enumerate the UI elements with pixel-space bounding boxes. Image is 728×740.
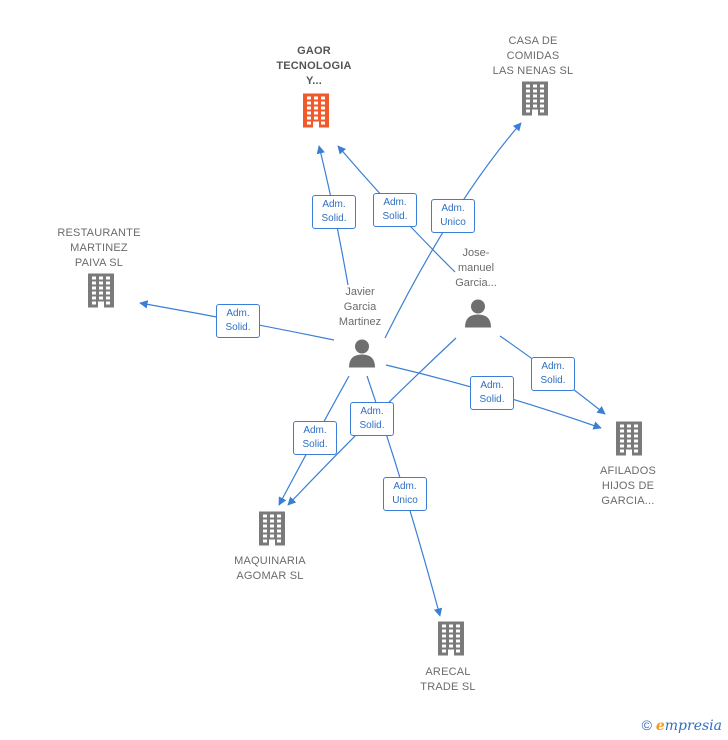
edge-label-javier-to-arecal[interactable]: Adm. Unico (383, 477, 427, 511)
person-icon-josemanuel[interactable] (463, 298, 493, 333)
edge-label-javier-to-restaurante[interactable]: Adm. Solid. (216, 304, 260, 338)
copyright-symbol: © (641, 717, 652, 733)
node-label-restaurante[interactable]: RESTAURANTE MARTINEZ PAIVA SL (57, 227, 141, 269)
building-icon-afilados[interactable] (614, 421, 644, 461)
edge-label-javier-to-gaor[interactable]: Adm. Solid. (312, 195, 356, 229)
building-icon-arecal[interactable] (436, 621, 466, 661)
empresia-logo[interactable]: empresia (655, 718, 722, 734)
footer-brand: © empresia (642, 717, 722, 734)
edge-label-javier-to-afilados[interactable]: Adm. Solid. (470, 376, 514, 410)
node-label-casa[interactable]: CASA DE COMIDAS LAS NENAS SL (492, 35, 574, 77)
edge-label-josemanuel-to-gaor[interactable]: Adm. Solid. (373, 193, 417, 227)
building-icon-gaor[interactable] (301, 93, 331, 133)
node-label-maquinaria[interactable]: MAQUINARIA AGOMAR SL (234, 555, 306, 582)
building-icon-restaurante[interactable] (86, 273, 116, 313)
node-label-josemanuel[interactable]: Jose- manuel Garcia... (455, 247, 497, 289)
building-icon-maquinaria[interactable] (257, 511, 287, 551)
node-label-gaor[interactable]: GAOR TECNOLOGIA Y... (276, 45, 352, 87)
node-label-afilados[interactable]: AFILADOS HIJOS DE GARCIA... (599, 465, 657, 507)
node-label-javier[interactable]: Javier Garcia Martinez (338, 286, 382, 328)
edge-label-josemanuel-to-maquinaria[interactable]: Adm. Solid. (350, 402, 394, 436)
building-icon-casa[interactable] (520, 81, 550, 121)
edge-label-javier-to-casa[interactable]: Adm. Unico (431, 199, 475, 233)
node-label-arecal[interactable]: ARECAL TRADE SL (420, 666, 476, 693)
person-icon-javier[interactable] (347, 338, 377, 373)
edge-label-javier-to-maquinaria[interactable]: Adm. Solid. (293, 421, 337, 455)
edge-label-josemanuel-to-afilados[interactable]: Adm. Solid. (531, 357, 575, 391)
